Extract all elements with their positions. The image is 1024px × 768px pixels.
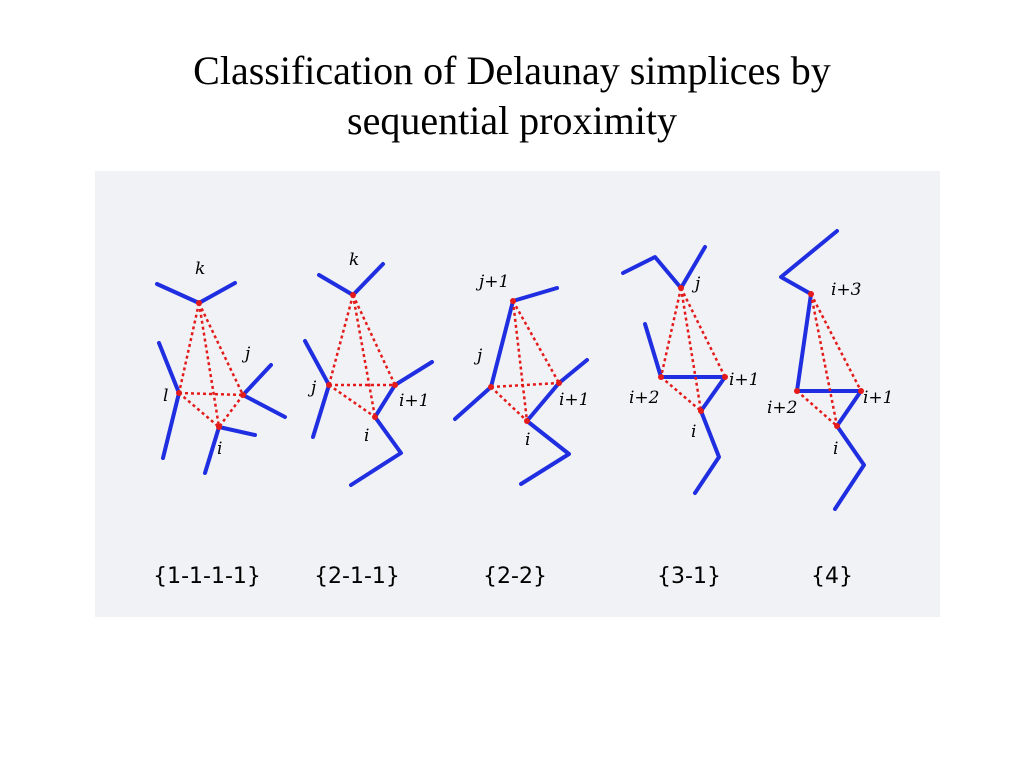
chain-segment-j <box>453 286 559 421</box>
chain-segment-l <box>157 341 181 460</box>
simplex-2-2: j+1 j i+1 i {2-2} <box>453 272 590 589</box>
vertex-i-plus-1 <box>392 382 398 388</box>
vertex-i <box>372 414 378 420</box>
caption-2-2: {2-2} <box>483 564 547 589</box>
caption-1-1-1-1: {1-1-1-1} <box>153 564 261 589</box>
vertex-i-plus-2 <box>658 374 664 380</box>
vertex-j <box>240 392 246 398</box>
vertex-j <box>488 384 494 390</box>
simplices-diagram: k j l i {1-1-1-1} k j i+1 i <box>153 229 894 589</box>
label-k: k <box>195 259 205 279</box>
label-i-plus-1: i+1 <box>399 391 430 411</box>
caption-2-1-1: {2-1-1} <box>314 564 400 589</box>
chain-segment-j <box>241 363 287 419</box>
vertex-k <box>350 292 356 298</box>
simplex-4: i+3 i+1 i+2 i {4} <box>767 229 894 589</box>
caption-3-1: {3-1} <box>657 564 721 589</box>
chain-segment-i <box>203 425 257 475</box>
label-j-plus-1: j+1 <box>475 272 509 292</box>
vertex-j-plus-1 <box>510 298 516 304</box>
contact-edges <box>796 293 863 427</box>
contact-edges <box>177 302 245 428</box>
simplex-3-1: j i+1 i+2 i {3-1} <box>621 245 760 589</box>
vertex-i-plus-1 <box>556 380 562 386</box>
label-j: j <box>307 378 317 398</box>
label-i-plus-1: i+1 <box>863 388 894 408</box>
contact-edges <box>327 294 397 419</box>
vertex-i <box>834 423 840 429</box>
vertex-i <box>698 408 704 414</box>
label-i-plus-2: i+2 <box>629 388 660 408</box>
label-i-plus-3: i+3 <box>831 280 862 300</box>
label-j: j <box>241 344 251 364</box>
label-i: i <box>217 439 222 459</box>
vertex-i-plus-1 <box>858 388 864 394</box>
vertex-i <box>524 418 530 424</box>
slide-title: Classification of Delaunay simplices by … <box>0 46 1024 146</box>
vertex-j <box>326 382 332 388</box>
chain-segment-i <box>643 322 727 495</box>
label-i: i <box>525 430 530 450</box>
simplex-1-1-1-1: k j l i {1-1-1-1} <box>153 259 287 589</box>
vertex-i-plus-3 <box>808 291 814 297</box>
chain-segment-k <box>155 281 237 305</box>
vertex-l <box>176 390 182 396</box>
vertex-i-plus-2 <box>794 388 800 394</box>
contact-edges <box>659 287 727 412</box>
simplex-2-1-1: k j i+1 i {2-1-1} <box>303 250 434 589</box>
title-line-2: sequential proximity <box>347 98 677 143</box>
vertex-j <box>678 285 684 291</box>
vertex-i-plus-1 <box>722 374 728 380</box>
label-j: j <box>473 346 483 366</box>
label-i-plus-2: i+2 <box>767 398 798 418</box>
label-k: k <box>349 250 359 270</box>
figure-panel: k j l i {1-1-1-1} k j i+1 i <box>95 171 940 617</box>
chain-segment-j <box>621 245 707 290</box>
label-i: i <box>833 439 838 459</box>
vertex-i <box>216 424 222 430</box>
vertex-k <box>196 300 202 306</box>
label-i: i <box>364 426 369 446</box>
label-i: i <box>691 422 696 442</box>
label-l: l <box>163 386 168 406</box>
caption-4: {4} <box>811 564 853 589</box>
chain-segment-j <box>303 339 331 439</box>
chain-segment-i <box>349 360 434 487</box>
title-line-1: Classification of Delaunay simplices by <box>193 48 831 93</box>
label-j: j <box>691 274 701 294</box>
contact-edges <box>490 300 561 422</box>
chain-segment-i <box>519 358 589 486</box>
label-i-plus-1: i+1 <box>729 370 760 390</box>
label-i-plus-1: i+1 <box>559 390 590 410</box>
